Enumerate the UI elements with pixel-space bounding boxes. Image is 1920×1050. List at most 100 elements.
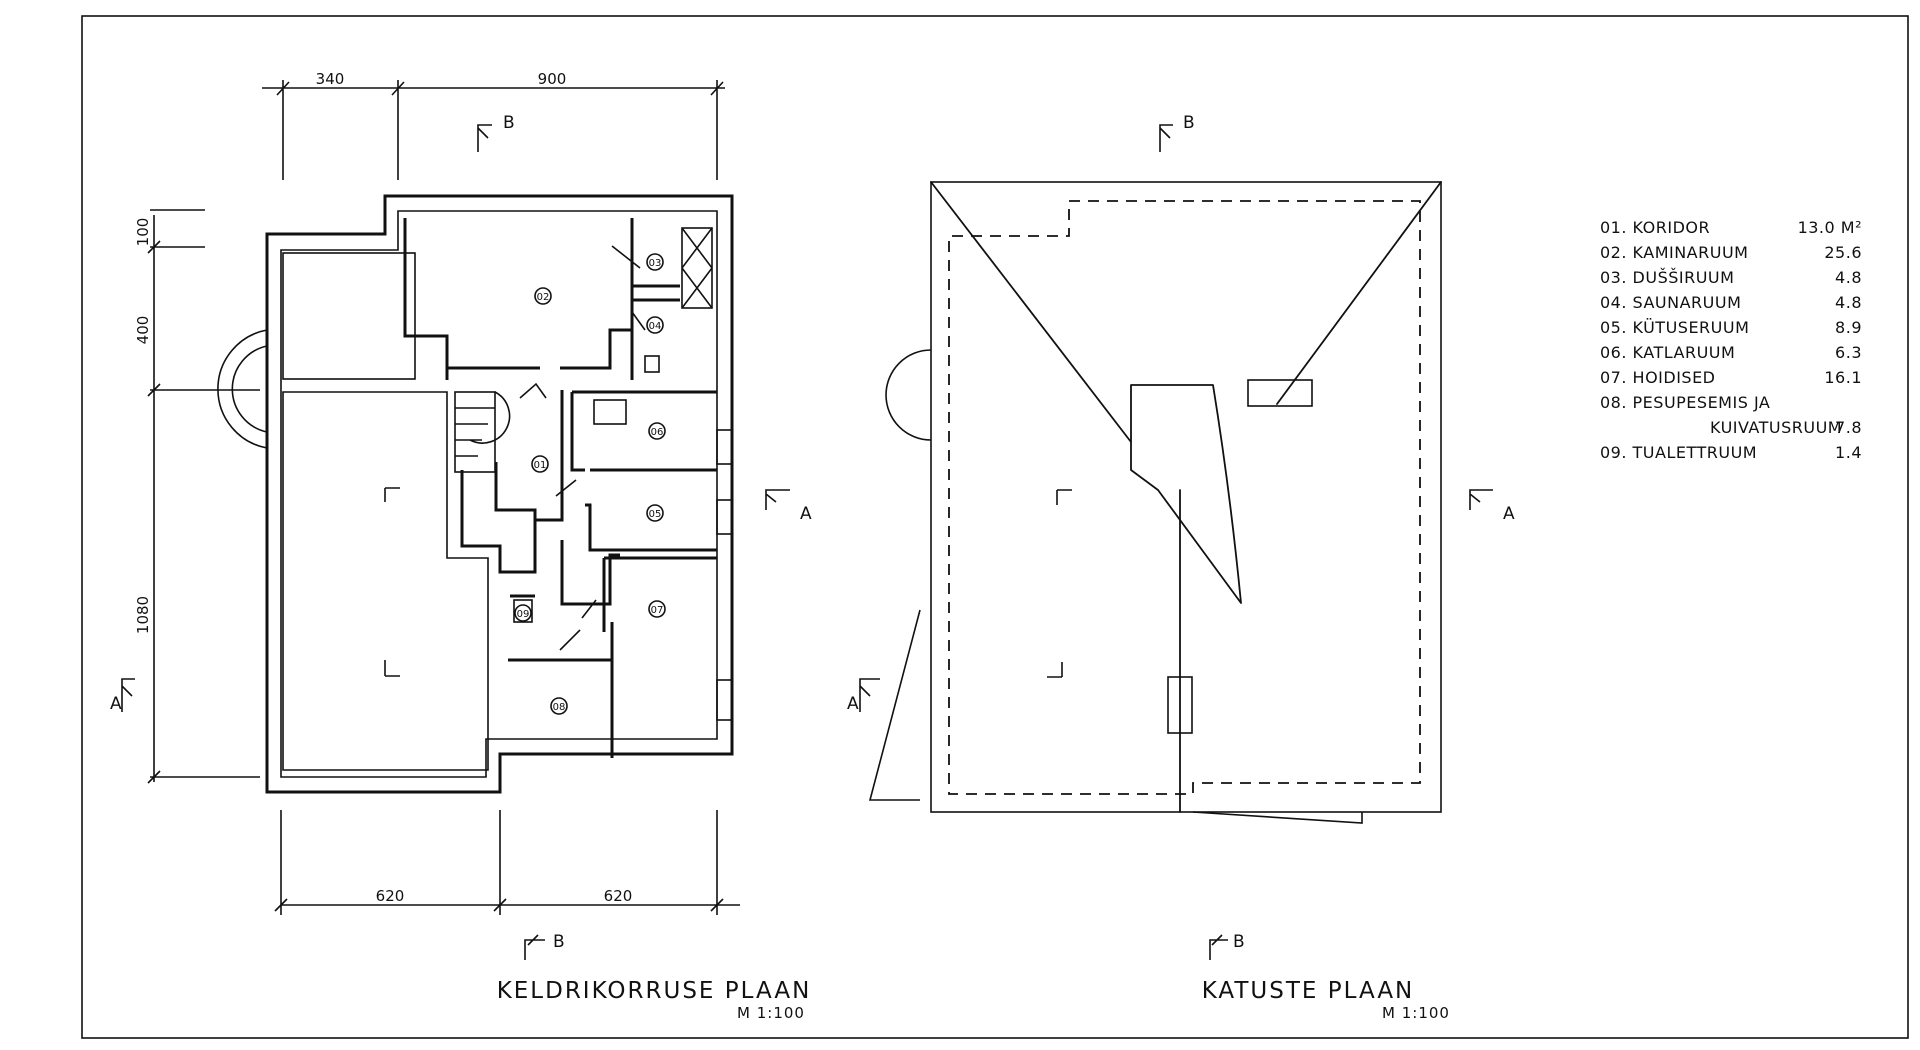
roof-corner-marks (1047, 489, 1072, 678)
basement-plan: 01 02 03 04 05 06 07 08 09 B B A A 340 9… (110, 70, 812, 1022)
roof-vent (1167, 676, 1193, 734)
svg-text:01. KORIDOR: 01. KORIDOR (1600, 218, 1710, 237)
svg-text:8.9: 8.9 (1835, 318, 1862, 337)
room-tag-09: 09 (514, 604, 532, 622)
svg-text:04. SAUNARUUM: 04. SAUNARUUM (1600, 293, 1741, 312)
boiler (593, 399, 627, 425)
svg-text:7.8: 7.8 (1835, 418, 1862, 437)
svg-text:25.6: 25.6 (1824, 243, 1862, 262)
sauna-grid-lines (681, 227, 713, 309)
dim-top-left: 340 (316, 70, 345, 88)
svg-text:06: 06 (651, 427, 664, 438)
room-schedule: 01. KORIDOR 13.0 M² 02. KAMINARUUM 25.6 … (1600, 218, 1862, 462)
dim-bottom-left: 620 (376, 887, 405, 905)
svg-text:05. KÜTUSERUUM: 05. KÜTUSERUUM (1600, 318, 1749, 337)
room-tags: 01 02 03 04 05 06 07 08 09 (514, 253, 666, 715)
svg-text:KUIVATUSRUUM: KUIVATUSRUUM (1710, 418, 1842, 437)
roof-dormer (1130, 384, 1242, 604)
schedule-row-09: 09. TUALETTRUUM 1.4 (1600, 443, 1862, 462)
svg-text:05: 05 (649, 509, 662, 520)
room-tag-08: 08 (550, 697, 568, 715)
schedule-row-06: 06. KATLARUUM 6.3 (1600, 343, 1862, 362)
svg-text:01: 01 (534, 460, 547, 471)
room-tag-03: 03 (646, 253, 664, 271)
room-tag-02: 02 (534, 287, 552, 305)
room-corner-marks (384, 487, 400, 677)
room-tag-05: 05 (646, 504, 664, 522)
section-mark-bottom: B (553, 932, 565, 952)
schedule-row-04: 04. SAUNARUUM 4.8 (1600, 293, 1862, 312)
room-tag-07: 07 (648, 600, 666, 618)
svg-text:03: 03 (649, 258, 662, 269)
schedule-row-01: 01. KORIDOR 13.0 M² (1600, 218, 1862, 237)
dim-left-mid: 400 (134, 316, 152, 345)
roof-plan: B B A A KATUSTE PLAAN M 1:100 (847, 113, 1515, 1022)
svg-text:16.1: 16.1 (1824, 368, 1862, 387)
wall-02-left (403, 218, 449, 380)
svg-text:02: 02 (537, 292, 550, 303)
corridor-walls (460, 390, 620, 606)
roof-eave-dashed (948, 200, 1421, 795)
basement-plan-title: KELDRIKORRUSE PLAAN (497, 978, 812, 1004)
section-mark-top: B (503, 113, 515, 133)
section-mark-right: A (800, 504, 812, 524)
svg-text:09: 09 (517, 609, 530, 620)
schedule-row-05: 05. KÜTUSERUUM 8.9 (1600, 318, 1862, 337)
roof-eaves-ext (868, 609, 1363, 824)
section-mark-left: A (110, 694, 122, 714)
room-tag-06: 06 (648, 422, 666, 440)
roof-outline (930, 181, 1442, 813)
dim-left-bottom: 1080 (134, 596, 152, 634)
roof-section-marks (859, 124, 1493, 960)
svg-text:04: 04 (649, 321, 662, 332)
svg-text:13.0 M²: 13.0 M² (1798, 218, 1862, 237)
roof-section-mark-top: B (1183, 113, 1195, 133)
schedule-row-02: 02. KAMINARUUM 25.6 (1600, 243, 1862, 262)
svg-text:07: 07 (651, 605, 664, 616)
schedule-row-03: 03. DUŠŠIRUUM 4.8 (1600, 268, 1862, 287)
svg-text:1.4: 1.4 (1835, 443, 1862, 462)
basement-outer-wall (265, 194, 734, 794)
chimney (1247, 379, 1313, 407)
section-line-marks (121, 124, 790, 960)
roof-section-mark-right: A (1503, 504, 1515, 524)
roof-section-mark-bottom: B (1233, 932, 1245, 952)
svg-text:4.8: 4.8 (1835, 268, 1862, 287)
bay-window (217, 329, 268, 449)
dim-bottom-right: 620 (604, 887, 633, 905)
roof-ridge-lines (930, 181, 1442, 813)
room-tag-04: 04 (646, 316, 664, 334)
room-06-05-walls (570, 390, 717, 552)
roof-plan-title: KATUSTE PLAAN (1202, 978, 1415, 1004)
dim-left-top: 100 (134, 218, 152, 247)
room-03-04-walls (630, 218, 680, 380)
svg-text:4.8: 4.8 (1835, 293, 1862, 312)
svg-text:08: 08 (553, 702, 566, 713)
roof-section-mark-left: A (847, 694, 859, 714)
room-07-08-walls (508, 556, 717, 758)
svg-text:09. TUALETTRUUM: 09. TUALETTRUUM (1600, 443, 1757, 462)
shower-door (611, 245, 646, 331)
room-left-large (282, 391, 489, 771)
basement-plan-scale: M 1:100 (737, 1004, 805, 1022)
dim-top-right: 900 (538, 70, 567, 88)
svg-text:02. KAMINARUUM: 02. KAMINARUUM (1600, 243, 1748, 262)
sauna-bench-grid (681, 227, 713, 309)
room-left-top (282, 252, 416, 380)
svg-text:07. HOIDISED: 07. HOIDISED (1600, 368, 1716, 387)
basement-inner-wall-line (280, 210, 718, 778)
roof-plan-scale: M 1:100 (1382, 1004, 1450, 1022)
dimension-lines (147, 80, 740, 915)
svg-text:6.3: 6.3 (1835, 343, 1862, 362)
stove (644, 355, 660, 373)
right-wall-windows (716, 429, 733, 721)
svg-text:06. KATLARUUM: 06. KATLARUUM (1600, 343, 1735, 362)
schedule-row-08: 08. PESUPESEMIS JA KUIVATUSRUUM 7.8 (1600, 393, 1862, 437)
svg-text:08. PESUPESEMIS JA: 08. PESUPESEMIS JA (1600, 393, 1770, 412)
room-tag-01: 01 (531, 455, 549, 473)
stair (454, 391, 511, 473)
door-swings (519, 382, 597, 651)
svg-text:03. DUŠŠIRUUM: 03. DUŠŠIRUUM (1600, 268, 1734, 287)
wall-02-bottom (447, 328, 632, 370)
